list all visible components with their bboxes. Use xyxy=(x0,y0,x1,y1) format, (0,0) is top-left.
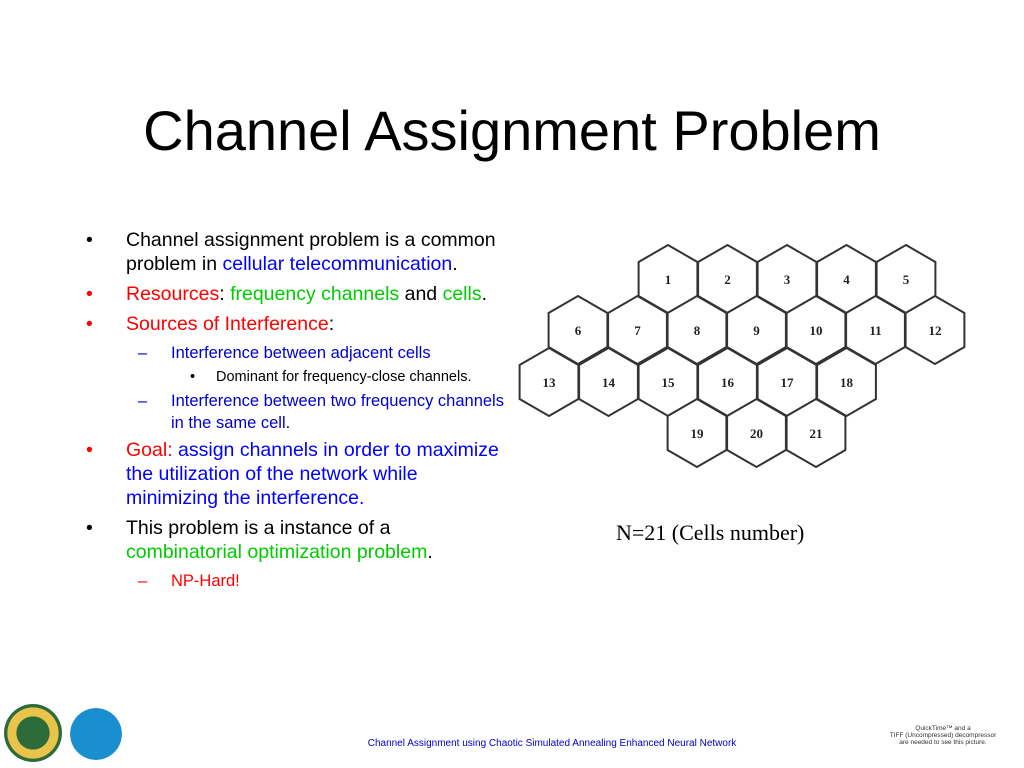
diagram-caption: N=21 (Cells number) xyxy=(616,520,805,545)
footer-text: Channel Assignment using Chaotic Simulat… xyxy=(367,738,737,749)
cell-number: 21 xyxy=(810,426,823,441)
cell-number: 20 xyxy=(750,426,763,441)
cell-number: 3 xyxy=(784,272,791,287)
hex-shape xyxy=(904,294,966,366)
sub-bullet: –Interference between two frequency chan… xyxy=(138,392,504,432)
bullet-item: •Sources of Interference: xyxy=(86,313,335,335)
cell-number: 14 xyxy=(602,375,616,390)
university-of-alberta-logo xyxy=(4,704,62,762)
hex-cell: 19 xyxy=(666,397,728,469)
cell-number: 5 xyxy=(903,272,910,287)
hex-cell: 21 xyxy=(785,397,847,469)
cell-number: 18 xyxy=(840,375,854,390)
cell-number: 16 xyxy=(721,375,735,390)
cell-number: 12 xyxy=(929,323,942,338)
university-of-tehran-logo xyxy=(70,708,122,760)
cell-number: 1 xyxy=(665,272,672,287)
cell-number: 19 xyxy=(691,426,705,441)
hex-shape xyxy=(816,346,877,418)
slide-title: Channel Assignment Problem xyxy=(143,99,881,162)
sub-bullet: –Interference between adjacent cells xyxy=(138,344,431,362)
cell-number: 6 xyxy=(575,323,582,338)
sub-bullet: –NP-Hard! xyxy=(138,572,240,590)
cell-number: 11 xyxy=(869,323,881,338)
bullet-list: •Channel assignment problem is a common … xyxy=(86,228,506,596)
hex-cell: 18 xyxy=(816,346,877,418)
hex-cell: 13 xyxy=(518,346,580,418)
bullet-item: •This problem is a instance of a combina… xyxy=(86,517,433,563)
bullet-item: •Channel assignment problem is a common … xyxy=(86,229,496,275)
sub-sub-bullet: •Dominant for frequency-close channels. xyxy=(190,369,472,385)
bullet-item: •Goal: assign channels in order to maxim… xyxy=(86,439,499,509)
quicktime-placeholder: QuickTime™ and a TIFF (Uncompressed) dec… xyxy=(889,725,997,746)
hex-shape xyxy=(785,397,847,469)
cell-number: 9 xyxy=(753,323,760,338)
bullet-item: •Resources: frequency channels and cells… xyxy=(86,283,487,305)
cell-number: 7 xyxy=(634,323,641,338)
cell-number: 17 xyxy=(781,375,795,390)
cell-number: 15 xyxy=(662,375,676,390)
cell-number: 8 xyxy=(694,323,701,338)
cell-number: 4 xyxy=(843,272,850,287)
hex-cell: 12 xyxy=(904,294,966,366)
cell-number: 13 xyxy=(543,375,557,390)
cell-number: 2 xyxy=(724,272,731,287)
cell-number: 10 xyxy=(810,323,823,338)
